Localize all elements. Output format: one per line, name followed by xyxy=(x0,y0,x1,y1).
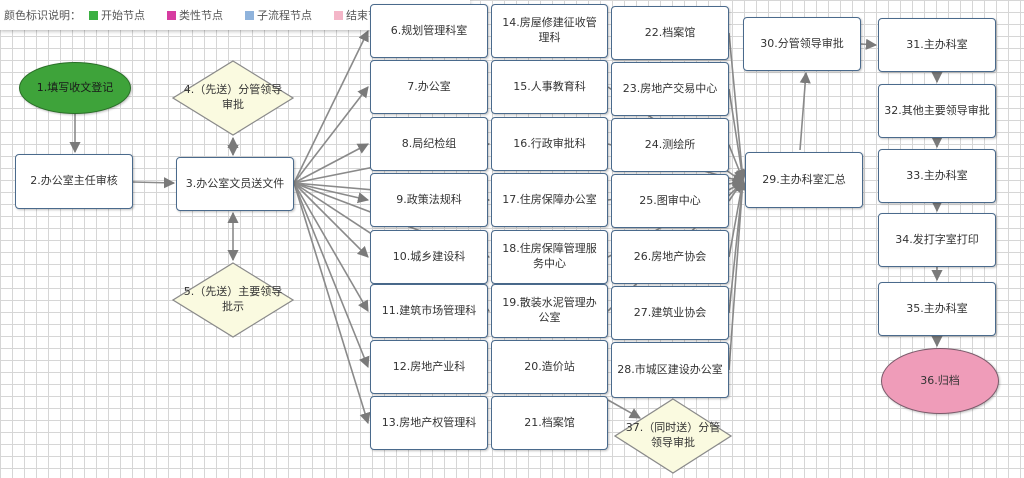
node-30[interactable]: 30.分管领导审批 xyxy=(743,17,861,71)
legend-swatch-green xyxy=(89,10,98,20)
diamond-shape xyxy=(172,60,294,136)
node-24[interactable]: 24.测绘所 xyxy=(611,118,729,172)
node-32[interactable]: 32.其他主要领导审批 xyxy=(878,84,996,138)
node-5-decision[interactable]: 5.（先送）主要领导批示 xyxy=(172,262,294,338)
legend-item-start: 开始节点 xyxy=(89,7,145,23)
legend-item-subflow: 子流程节点 xyxy=(245,7,312,23)
edge-3-col-a-2 xyxy=(293,143,369,184)
edge-3-col-a-1 xyxy=(293,86,369,184)
node-25[interactable]: 25.图审中心 xyxy=(611,174,729,228)
node-23[interactable]: 23.房地产交易中心 xyxy=(611,62,729,116)
node-27[interactable]: 27.建筑业协会 xyxy=(611,286,729,340)
edge-3-col-a-0 xyxy=(293,29,369,184)
legend-label: 子流程节点 xyxy=(257,9,312,22)
node-10[interactable]: 10.城乡建设科 xyxy=(370,230,488,284)
node-13[interactable]: 13.房地产权管理科 xyxy=(370,396,488,450)
legend-label: 开始节点 xyxy=(101,9,145,22)
edge-21-37 xyxy=(607,399,641,419)
node-5-label: 5.（先送）主要领导批示 xyxy=(183,285,283,313)
edge-30-31 xyxy=(860,38,878,50)
legend-swatch-blue xyxy=(245,10,254,20)
node-26[interactable]: 26.房地产协会 xyxy=(611,230,729,284)
edge-col-c-29-1 xyxy=(728,88,748,182)
node-17[interactable]: 17.住房保障办公室 xyxy=(491,173,608,227)
node-15[interactable]: 15.人事教育科 xyxy=(491,60,608,114)
diamond-shape xyxy=(172,262,294,338)
node-31[interactable]: 31.主办科室 xyxy=(878,18,996,72)
legend-title: 颜色标识说明： xyxy=(4,9,81,22)
legend-swatch-pink xyxy=(334,10,343,20)
node-16[interactable]: 16.行政审批科 xyxy=(491,117,608,171)
node-29[interactable]: 29.主办科室汇总 xyxy=(745,152,863,208)
node-21[interactable]: 21.档案馆 xyxy=(491,396,608,450)
node-37-label: 37.（同时送）分管领导审批 xyxy=(625,421,721,449)
node-8[interactable]: 8.局纪检组 xyxy=(370,117,488,171)
node-19[interactable]: 19.散装水泥管理办公室 xyxy=(491,284,608,338)
node-37-decision[interactable]: 37.（同时送）分管领导审批 xyxy=(614,398,732,474)
edge-3-col-a-5 xyxy=(293,182,369,312)
node-28[interactable]: 28.市城区建设办公室 xyxy=(611,342,729,398)
edge-3-col-a-4 xyxy=(293,182,369,258)
node-7[interactable]: 7.办公室 xyxy=(370,60,488,114)
edge-3-col-a-7 xyxy=(293,182,371,425)
legend-item-type: 类性节点 xyxy=(167,7,223,23)
legend-swatch-magenta xyxy=(167,10,176,20)
node-1-start[interactable]: 1.填写收文登记 xyxy=(19,62,131,114)
node-11[interactable]: 11.建筑市场管理科 xyxy=(370,284,488,338)
node-6[interactable]: 6.规划管理科室 xyxy=(370,4,488,58)
diamond-shape xyxy=(614,398,732,474)
edge-2-3 xyxy=(132,177,176,189)
node-2[interactable]: 2.办公室主任审核 xyxy=(15,154,133,209)
node-33[interactable]: 33.主办科室 xyxy=(878,149,996,203)
node-18[interactable]: 18.住房保障管理服务中心 xyxy=(491,230,608,284)
edge-col-c-29-0 xyxy=(728,32,748,182)
edge-3-col-a-6 xyxy=(293,182,370,369)
node-12[interactable]: 12.房地产业科 xyxy=(370,340,488,394)
node-4-decision[interactable]: 4.（先送）分管领导审批 xyxy=(172,60,294,136)
node-4-label: 4.（先送）分管领导审批 xyxy=(183,83,283,111)
node-14[interactable]: 14.房屋修建征收管理科 xyxy=(491,4,608,58)
node-36-end[interactable]: 36.归档 xyxy=(881,348,999,414)
node-3[interactable]: 3.办公室文员送文件 xyxy=(176,157,294,211)
edge-29-30 xyxy=(799,71,811,151)
edge-col-c-29-6 xyxy=(728,178,748,371)
edge-3-col-a-3 xyxy=(293,182,370,204)
node-35[interactable]: 35.主办科室 xyxy=(878,282,996,336)
node-9[interactable]: 9.政策法规科 xyxy=(370,173,488,227)
node-20[interactable]: 20.造价站 xyxy=(491,340,608,394)
legend-label: 类性节点 xyxy=(179,9,223,22)
node-34[interactable]: 34.发打字室打印 xyxy=(878,213,996,267)
node-22[interactable]: 22.档案馆 xyxy=(611,6,729,60)
